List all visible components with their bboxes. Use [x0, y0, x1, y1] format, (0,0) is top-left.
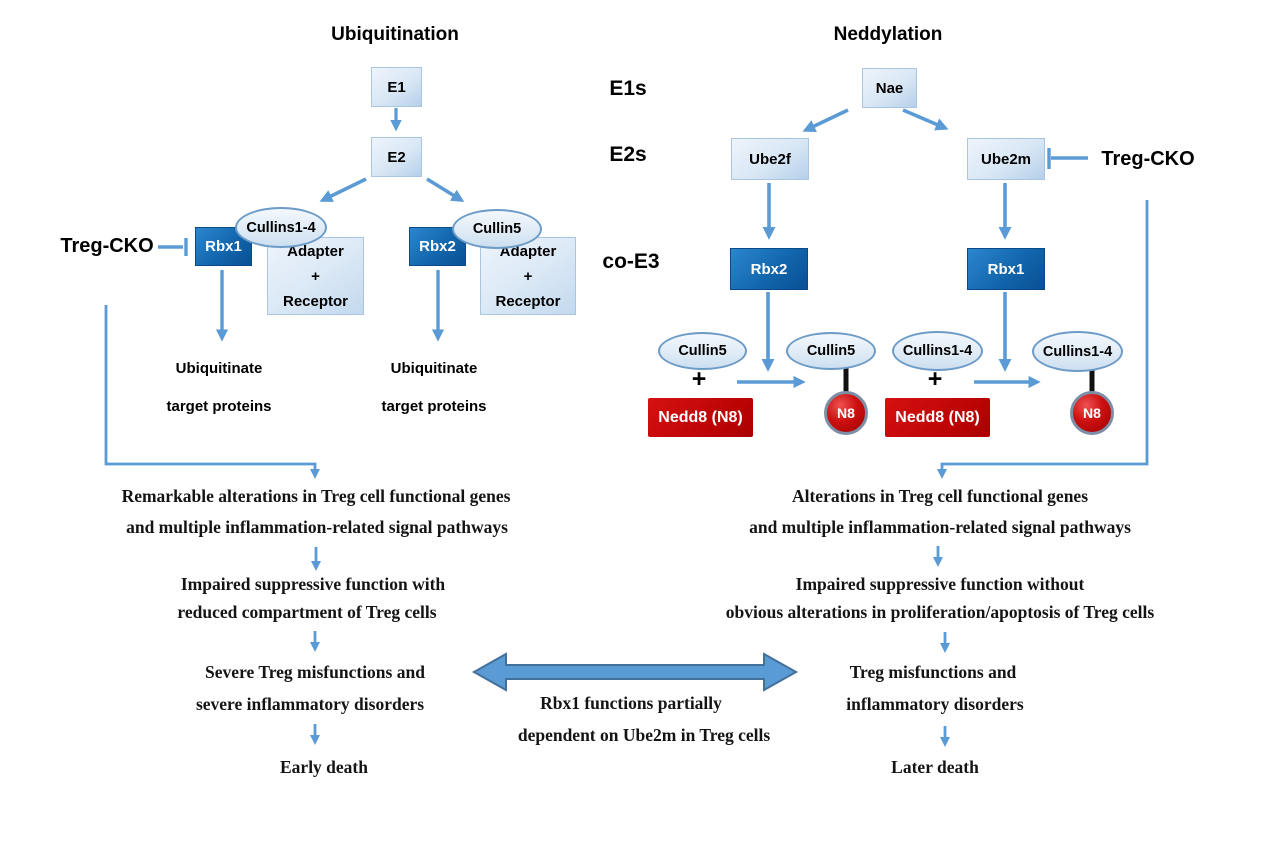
label-treg-cko-right: Treg-CKO [1101, 148, 1195, 170]
arrow-e2-to-cullins1-4 [319, 177, 367, 202]
node-cullin5-left-label: Cullin5 [472, 221, 522, 237]
right-cascade-misfunction-line2: inflammatory disorders [846, 694, 1024, 714]
row-label-e2s: E2s [609, 143, 647, 166]
node-cullin5-conjugated: Cullin5 [786, 332, 876, 370]
node-nae-label: Nae [875, 79, 904, 97]
node-n8-circle-2: N8 [1070, 391, 1114, 435]
outcome-target-proteins-1: target proteins [166, 398, 272, 415]
node-nedd8-2: Nedd8 (N8) [885, 398, 990, 437]
node-e1-label: E1 [387, 78, 406, 96]
adapter-plus: + [523, 267, 533, 285]
center-note-line2: dependent on Ube2m in Treg cells [517, 725, 771, 745]
node-rbx1-left-label: Rbx1 [205, 238, 242, 255]
node-ube2m: Ube2m [967, 138, 1045, 180]
node-adapter-receptor-1: Adapter + Receptor [267, 237, 364, 315]
right-cascade-function-line2: obvious alterations in proliferation/apo… [725, 602, 1155, 622]
right-cascade-alterations-line2: and multiple inflammation-related signal… [749, 517, 1131, 537]
adapter-plus: + [311, 267, 320, 285]
right-cascade-misfunction-line1: Treg misfunctions and [849, 662, 1017, 682]
arrow-nae-to-ube2m [902, 108, 949, 131]
node-cullins1-4-left-label: Cullins1-4 [246, 219, 316, 236]
label-treg-cko-left: Treg-CKO [60, 235, 154, 257]
outcome-target-proteins-2: target proteins [381, 398, 487, 415]
node-cullins1-4-free-label: Cullins1-4 [902, 343, 973, 359]
arrow-e2-to-cullin5 [426, 177, 465, 203]
node-nae: Nae [862, 68, 917, 108]
node-nedd8-1: Nedd8 (N8) [648, 398, 753, 437]
node-cullins1-4-conjugated-label: Cullins1-4 [1042, 343, 1113, 360]
center-note-line1: Rbx1 functions partially [540, 693, 722, 713]
elbow-treg-cko-to-right-cascade [936, 200, 1149, 480]
receptor-label: Receptor [495, 292, 561, 310]
node-ube2f: Ube2f [731, 138, 809, 180]
left-cascade-function-line1: Impaired suppressive function with [180, 574, 446, 594]
left-cascade-death: Early death [280, 757, 368, 777]
node-ube2f-label: Ube2f [749, 150, 791, 168]
left-cascade-function-line2: reduced compartment of Treg cells [177, 602, 437, 622]
plus-sign-1: + [691, 365, 707, 393]
title-ubiquitination: Ubiquitination [331, 24, 459, 45]
node-rbx1-right-label: Rbx1 [987, 260, 1025, 278]
node-cullins1-4-left: Cullins1-4 [235, 207, 327, 248]
node-nedd8-1-label: Nedd8 (N8) [658, 408, 743, 426]
node-e2-label: E2 [387, 148, 406, 166]
node-nedd8-2-label: Nedd8 (N8) [895, 408, 980, 426]
node-rbx2-right-label: Rbx2 [750, 260, 788, 278]
node-cullin5-left: Cullin5 [452, 209, 542, 249]
row-label-co-e3: co-E3 [602, 250, 660, 273]
node-n8-circle-1-label: N8 [837, 405, 855, 421]
title-neddylation: Neddylation [833, 24, 943, 45]
plus-sign-2: + [927, 365, 943, 393]
left-cascade-alterations-line1: Remarkable alterations in Treg cell func… [121, 486, 511, 506]
node-e1: E1 [371, 67, 422, 107]
right-cascade-alterations-line1: Alterations in Treg cell functional gene… [791, 486, 1089, 506]
left-cascade-misfunction-line1: Severe Treg misfunctions and [205, 662, 425, 682]
right-cascade-function-line1: Impaired suppressive function without [795, 574, 1085, 594]
node-n8-circle-2-label: N8 [1083, 405, 1101, 421]
left-cascade-alterations-line2: and multiple inflammation-related signal… [126, 517, 508, 537]
node-cullins1-4-free: Cullins1-4 [892, 331, 983, 371]
node-ube2m-label: Ube2m [980, 150, 1032, 168]
node-cullins1-4-conjugated: Cullins1-4 [1032, 331, 1123, 372]
row-label-e1s: E1s [609, 77, 647, 100]
outcome-ubiquitinate-2: Ubiquitinate [390, 360, 478, 377]
left-cascade-misfunction-line2: severe inflammatory disorders [195, 694, 425, 714]
node-e2: E2 [371, 137, 422, 177]
node-rbx2-left-label: Rbx2 [419, 238, 456, 255]
double-arrow-compare [471, 652, 799, 692]
right-cascade-death: Later death [891, 757, 979, 777]
node-cullin5-conjugated-label: Cullin5 [806, 343, 856, 359]
node-cullin5-free: Cullin5 [658, 332, 747, 370]
elbow-treg-cko-to-left-cascade [104, 305, 321, 480]
arrow-nae-to-ube2f [802, 108, 849, 132]
adapter-label: Adapter [287, 242, 344, 260]
node-rbx1-right: Rbx1 [967, 248, 1045, 290]
outcome-ubiquitinate-1: Ubiquitinate [175, 360, 263, 377]
node-n8-circle-1: N8 [824, 391, 868, 435]
node-cullin5-free-label: Cullin5 [678, 343, 727, 359]
receptor-label: Receptor [282, 292, 349, 310]
node-rbx2-right: Rbx2 [730, 248, 808, 290]
